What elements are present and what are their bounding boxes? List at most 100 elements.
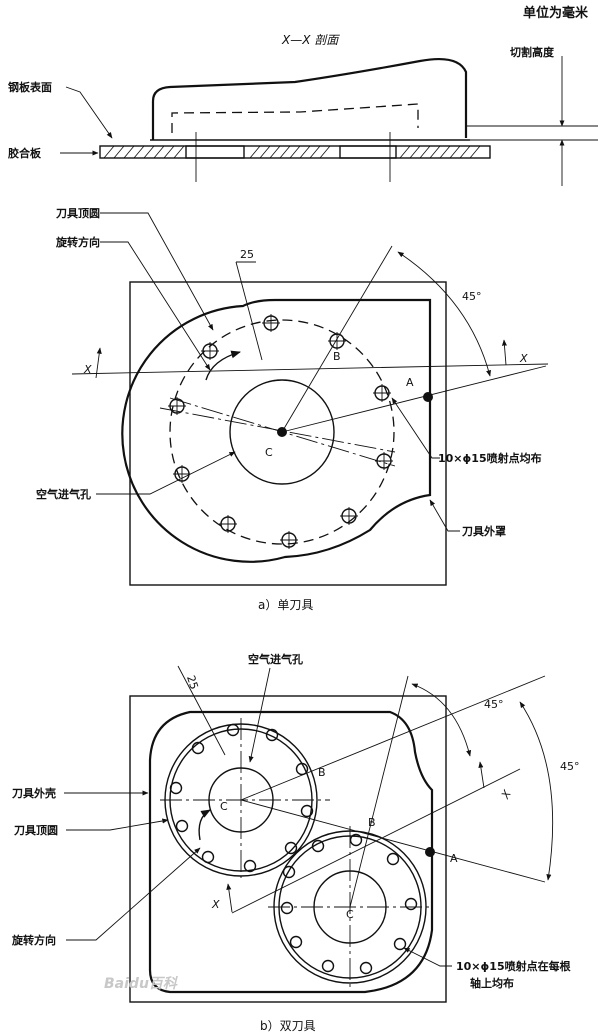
nozzle-hole — [300, 804, 314, 818]
nozzle-holes-b1 — [169, 723, 314, 873]
nozzle-hole — [386, 852, 400, 866]
watermark: Baidu百科 — [104, 975, 179, 992]
section-x-left: X — [83, 363, 92, 376]
angle-arc-a — [397, 251, 491, 377]
tip-circle-leader-a — [100, 212, 214, 331]
housing-label-b: 刀具外壳 — [12, 786, 56, 800]
nozzle-hole — [280, 531, 298, 549]
nozzles-label-b-1: 10×ϕ15喷射点在每根 — [456, 959, 572, 973]
dim-25-leader — [235, 261, 263, 361]
rotation-leader-a — [100, 241, 211, 371]
nozzle-hole — [173, 465, 191, 483]
nozzle-hole — [191, 741, 205, 755]
figure-b-double-cutter: 25 空气进气孔 45° 45° A B B C C X X 刀具外壳 刀具顶圆… — [11, 652, 580, 1033]
angle-arc-b1 — [411, 683, 472, 757]
angle-ray-b1 — [240, 675, 546, 801]
nozzle-hole — [295, 762, 309, 776]
rotation-label-b: 旋转方向 — [11, 933, 56, 947]
air-inlet-label-b: 空气进气孔 — [248, 652, 303, 666]
nozzle-holes-b2 — [280, 833, 418, 975]
section-arrow-right — [501, 339, 507, 366]
point-c1-label: C — [220, 800, 228, 813]
nozzles-label-a: 10×ϕ15喷射点均布 — [438, 451, 542, 465]
housing-profile — [151, 57, 468, 140]
point-a-marker-b — [425, 847, 435, 857]
nozzle-hole — [289, 935, 303, 949]
angle-label-b1: 45° — [484, 698, 504, 711]
air-inlet-leader-a — [96, 451, 236, 495]
point-a-label: A — [406, 376, 414, 389]
housing-leader-a — [429, 499, 460, 532]
caption-a: a）单刀具 — [258, 598, 313, 612]
cut-height-label: 切割高度 — [510, 45, 555, 59]
point-b2-label: B — [368, 816, 376, 829]
caption-b: b）双刀具 — [260, 1019, 316, 1033]
housing-label-a: 刀具外罩 — [462, 524, 506, 538]
ref-line-b — [240, 799, 546, 883]
plywood-slot-right — [339, 145, 397, 159]
nozzle-hole — [340, 507, 358, 525]
nozzle-hole — [243, 859, 257, 873]
section-arrow-b-left — [226, 883, 233, 913]
ref-line-a — [281, 365, 547, 433]
steel-surface-leader — [65, 86, 113, 139]
nozzle-hole — [262, 314, 280, 332]
nozzle-hole — [321, 959, 335, 973]
point-b-label: B — [333, 350, 341, 363]
nozzle-hole — [175, 819, 189, 833]
nozzle-hole — [393, 937, 407, 951]
section-arrow-left — [95, 347, 102, 379]
tip-circle-label-a: 刀具顶圆 — [56, 207, 100, 220]
air-inlet-label-a: 空气进气孔 — [36, 487, 91, 501]
nozzle-hole — [284, 841, 298, 855]
dim-25-leader-b — [177, 665, 226, 756]
rotation-label-a: 旋转方向 — [55, 235, 100, 249]
cutter-housing-a — [121, 298, 432, 563]
air-inlet-leader-b — [248, 667, 271, 763]
nozzle-hole — [201, 850, 215, 864]
nozzle-hole — [359, 961, 373, 975]
nozzle-hole — [373, 384, 391, 402]
nozzle-hole — [311, 839, 325, 853]
tip-circle-leader-b — [66, 818, 169, 831]
rotation-arrow-b — [198, 809, 211, 841]
nozzle-hole — [282, 865, 296, 879]
plate-outline-b — [129, 695, 447, 1003]
tip-circle-a — [169, 319, 395, 545]
section-x-b-right: X — [498, 788, 514, 802]
section-title: X—X 剖面 — [281, 33, 340, 47]
nozzle-hole — [219, 515, 237, 533]
dim-25-b: 25 — [184, 674, 201, 691]
nozzle-hole — [226, 723, 240, 737]
centerline-a1 — [159, 407, 396, 453]
section-x-right: X — [519, 352, 528, 365]
nozzle-hole — [265, 728, 279, 742]
section-line-a — [71, 363, 549, 375]
nozzle-hole — [328, 332, 346, 350]
angle-label-a: 45° — [462, 290, 482, 303]
point-c2-label: C — [346, 908, 354, 921]
unit-note: 单位为毫米 — [523, 5, 589, 21]
housing-inner-dashed — [171, 103, 419, 133]
nozzle-hole — [404, 897, 418, 911]
plate-outline-a — [129, 281, 447, 586]
nozzle-hole — [169, 781, 183, 795]
angle-arc-b2 — [519, 701, 554, 881]
steel-surface-label: 钢板表面 — [8, 80, 52, 94]
dim-25-a: 25 — [240, 248, 254, 261]
nozzles-leader-b — [403, 947, 452, 967]
section-line-b — [231, 768, 521, 914]
point-c-label: C — [265, 446, 273, 459]
nozzle-hole — [349, 833, 363, 847]
section-view: X—X 剖面 切割高度 钢板表面 — [8, 33, 598, 186]
air-inlet-circle-a — [229, 379, 335, 485]
section-arrow-b-right — [478, 761, 485, 789]
point-b1-label: B — [318, 766, 326, 779]
nozzles-leader-a — [391, 397, 440, 459]
plywood-plate — [99, 145, 491, 159]
angle-label-b2: 45° — [560, 760, 580, 773]
section-x-b-left: X — [211, 898, 220, 911]
plywood-label: 胶合板 — [8, 146, 42, 160]
nozzles-label-b-2: 轴上均布 — [470, 976, 514, 990]
